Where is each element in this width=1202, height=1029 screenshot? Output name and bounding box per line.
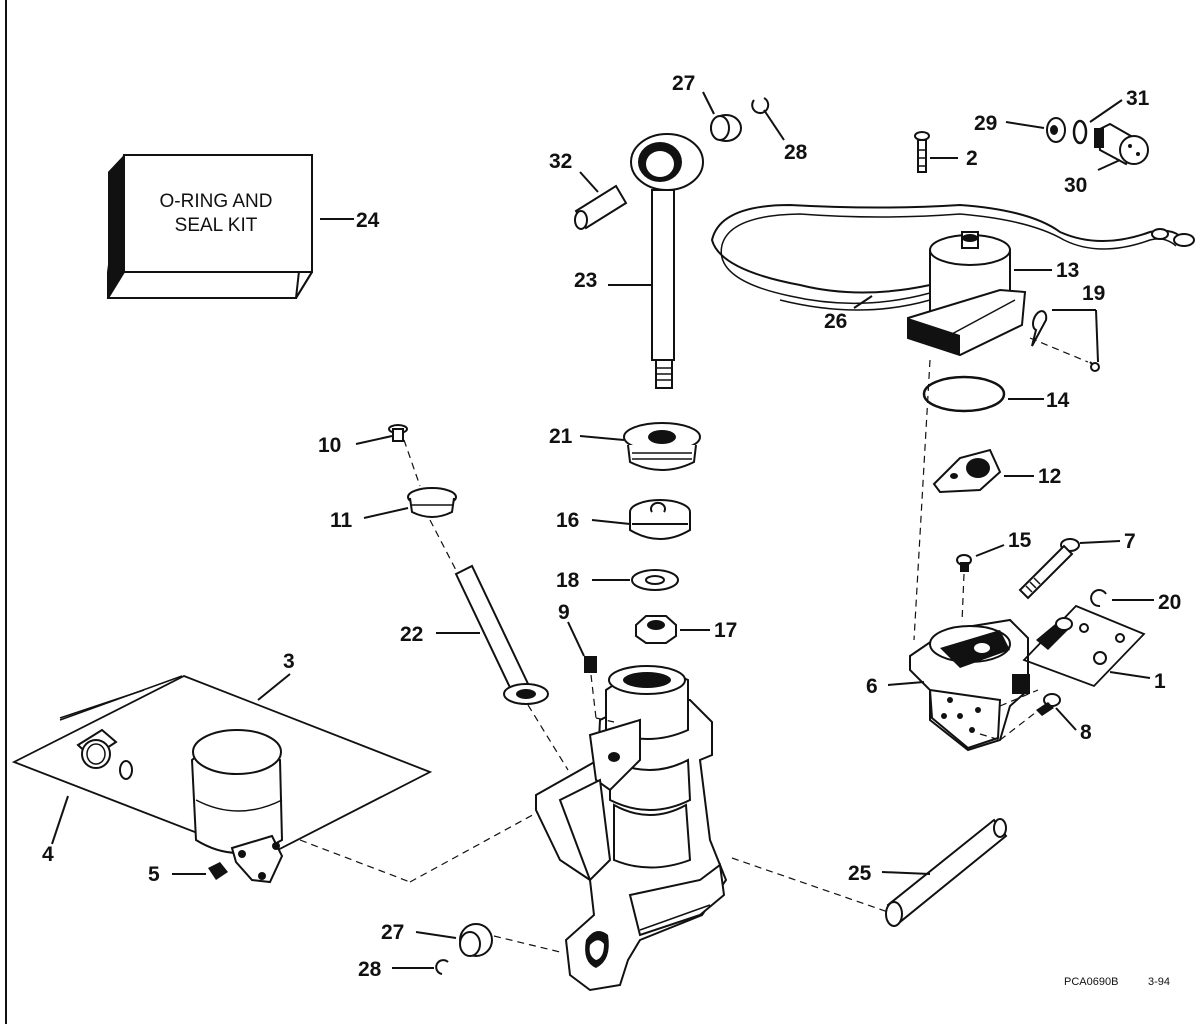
callout-8: 8 — [1080, 721, 1092, 744]
assembly-lines — [299, 337, 1089, 953]
plug-29-part — [1046, 117, 1066, 143]
callout-18: 18 — [556, 569, 580, 592]
valve-part — [388, 424, 408, 442]
callout-5: 5 — [148, 863, 160, 886]
bushing-top-part — [710, 114, 742, 142]
callout-19: 19 — [1082, 282, 1105, 305]
callout-32: 32 — [549, 150, 572, 173]
footer-date: 3-94 — [1148, 976, 1170, 988]
callout-27-bottom: 27 — [381, 921, 404, 944]
callout-15: 15 — [1008, 529, 1032, 552]
screw-8-part — [1036, 693, 1061, 716]
callout-4: 4 — [42, 843, 54, 866]
bushing-bottom-part — [459, 923, 493, 957]
motor-part — [907, 231, 1027, 357]
callout-22: 22 — [400, 623, 423, 646]
footer-code: PCA0690B — [1064, 976, 1118, 988]
retaining-ring-bottom-part — [435, 959, 449, 975]
nut-part — [635, 615, 677, 644]
seal-kit-box: O-RING AND SEAL KIT — [106, 154, 314, 299]
callout-31: 31 — [1126, 87, 1150, 110]
wire-harness-part — [710, 203, 1195, 311]
callout-28-bottom: 28 — [358, 958, 382, 981]
fitting-part — [584, 656, 597, 673]
leader-lines — [51, 91, 1154, 969]
plug-part — [407, 487, 457, 518]
callout-27-top: 27 — [672, 72, 695, 95]
tube-part — [454, 564, 549, 705]
fitting-15-part — [956, 554, 972, 572]
callout-12: 12 — [1038, 465, 1061, 488]
callout-labels: 24 27 28 32 23 21 16 18 17 9 10 11 22 3 … — [42, 72, 1181, 981]
pin-25-part — [885, 818, 1008, 927]
callout-10: 10 — [318, 434, 341, 457]
callout-26: 26 — [824, 310, 847, 333]
callout-1: 1 — [1154, 670, 1166, 693]
screw-19-part — [1031, 310, 1100, 372]
callout-6: 6 — [866, 675, 878, 698]
callout-7: 7 — [1124, 530, 1136, 553]
valve-screw-part — [1036, 617, 1073, 650]
pump-part — [909, 618, 1030, 752]
callout-28-top: 28 — [784, 141, 808, 164]
callout-3: 3 — [283, 650, 295, 673]
callout-24: 24 — [356, 209, 380, 232]
callout-13: 13 — [1056, 259, 1079, 282]
callout-9: 9 — [558, 601, 570, 624]
callout-17: 17 — [714, 619, 737, 642]
screw-2-part — [914, 131, 930, 173]
plug-30-part — [1094, 122, 1149, 166]
callout-21: 21 — [549, 425, 573, 448]
kit-line-2: SEAL KIT — [175, 215, 258, 236]
callout-14: 14 — [1046, 389, 1070, 412]
retaining-ring-top — [751, 97, 770, 115]
pin-part — [574, 184, 628, 230]
callout-16: 16 — [556, 509, 579, 532]
callout-29: 29 — [974, 112, 997, 135]
oring-31-part — [1072, 119, 1088, 145]
oring-large-part — [922, 375, 1006, 413]
callout-20: 20 — [1158, 591, 1181, 614]
callout-2: 2 — [966, 147, 978, 170]
kit-line-1: O-RING AND — [160, 191, 273, 212]
washer-part — [631, 569, 679, 591]
cover-plate-part — [932, 448, 1002, 494]
reservoir-part — [11, 675, 433, 884]
piston-rod-part — [630, 133, 704, 389]
piston-part — [629, 499, 691, 540]
cylinder-body-part — [535, 665, 728, 992]
manifold-cap-part — [623, 422, 701, 471]
callout-23: 23 — [574, 269, 597, 292]
callout-30: 30 — [1064, 174, 1087, 197]
callout-25: 25 — [848, 862, 872, 885]
retaining-ring-20-part — [1090, 589, 1107, 608]
callout-11: 11 — [330, 509, 353, 532]
bolt-7-part — [1018, 538, 1080, 600]
